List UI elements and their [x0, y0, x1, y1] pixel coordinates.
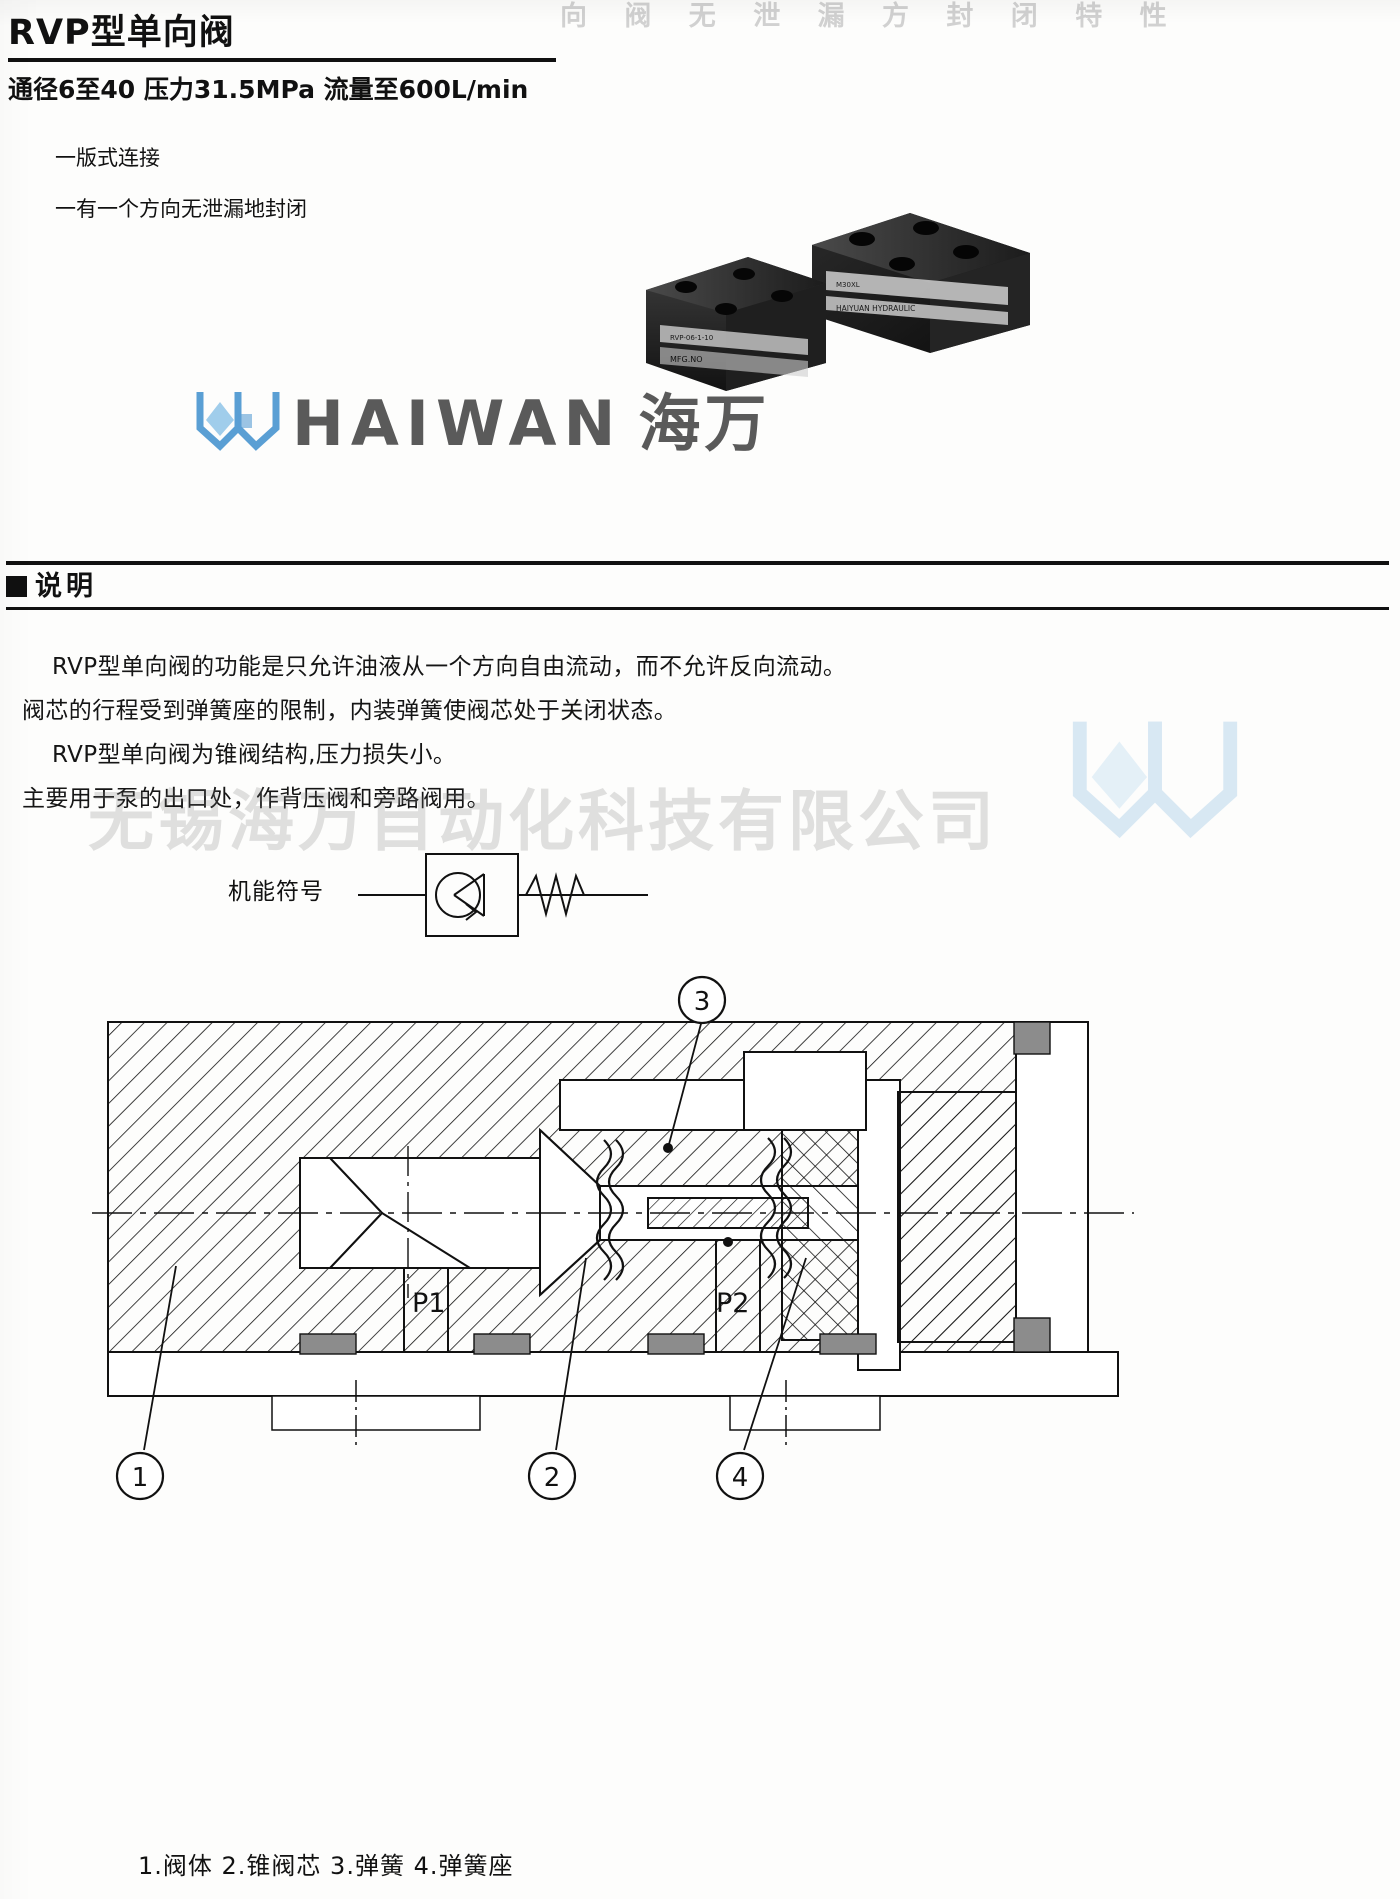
description-body: RVP型单向阀的功能是只允许油液从一个方向自由流动，而不允许反向流动。 阀芯的行… [0, 645, 1180, 821]
feature-bullet-list: 一版式连接 一有一个方向无泄漏地封闭 [55, 148, 307, 250]
valve-sectional-drawing: 3 1 2 4 P1 P2 [0, 940, 1400, 1564]
callout-bubble-2: 2 [527, 1451, 577, 1501]
photo-front-valve-block: RVP-06-1-10 MFG.NO [646, 257, 826, 391]
photo-rear-valve-block: M30XL HAIYUAN HYDRAULIC [812, 213, 1030, 353]
spring-coils [595, 1137, 793, 1281]
callout-bubble-4: 4 [715, 1451, 765, 1501]
check-valve-with-spring-symbol-icon [348, 840, 658, 954]
svg-text:HAIYUAN HYDRAULIC: HAIYUAN HYDRAULIC [836, 304, 915, 313]
valve-upper-steps [559, 1051, 867, 1131]
callout-3-label: 3 [694, 987, 711, 1017]
description-paragraph-1: RVP型单向阀的功能是只允许油液从一个方向自由流动，而不允许反向流动。 [52, 654, 847, 680]
page-title: RVP型单向阀 [8, 13, 235, 53]
lower-projection [271, 1380, 881, 1446]
section-rule-bottom [6, 607, 1389, 610]
brand-chinese-name: 海万 [638, 387, 771, 460]
port-label-p2: P2 [716, 1288, 749, 1319]
svg-text:RVP-06-1-10: RVP-06-1-10 [670, 334, 713, 342]
feature-bullet-1: 一版式连接 [55, 146, 160, 170]
callout-2-label: 2 [544, 1463, 561, 1493]
section-rule-top [6, 561, 1389, 565]
section-heading-label: 说明 [35, 570, 97, 602]
function-symbol-label: 机能符号 [228, 879, 324, 905]
page-bleed-ghost-text: 向 阀 无 泄 漏 方 封 闭 特 性 [560, 1, 1181, 32]
port-label-p1: P1 [412, 1288, 445, 1319]
callout-bubble-3: 3 [677, 975, 727, 1025]
callout-dots [663, 1143, 733, 1247]
description-paragraph-4: 主要用于泵的出口处，作背压阀和旁路阀用。 [22, 786, 490, 812]
callout-bubble-1: 1 [115, 1451, 165, 1501]
callout-bubbles: 3 1 2 4 [115, 975, 765, 1501]
seal-blocks [300, 1022, 1050, 1354]
spec-subtitle: 通径6至40 压力31.5MPa 流量至600L/min [8, 75, 529, 104]
spring-seat-assembly [781, 1021, 1089, 1371]
haiwan-hw-monogram-icon [190, 384, 286, 464]
svg-text:MFG.NO: MFG.NO [670, 355, 703, 364]
callout-leaders [143, 1019, 807, 1451]
product-photo: M30XL HAIYUAN HYDRAULIC RVP-06-1-10 MFG.… [630, 195, 1040, 395]
title-underline-rule [8, 58, 556, 62]
brand-latin-name: HAIWAN [292, 387, 623, 460]
description-paragraph-2: 阀芯的行程受到弹簧座的限制，内装弹簧使阀芯处于关闭状态。 [22, 698, 678, 724]
port-channels [381, 1129, 761, 1352]
seal-block-outlines [299, 1021, 1051, 1355]
drawing-legend: 1.阀体 2.锥阀芯 3.弹簧 4.弹簧座 [138, 1852, 514, 1880]
section-heading: 说明 [6, 566, 97, 606]
callout-4-label: 4 [732, 1463, 749, 1493]
section-marker-square-icon [6, 575, 27, 597]
callout-1-label: 1 [132, 1463, 149, 1493]
feature-bullet-2: 一有一个方向无泄漏地封闭 [55, 197, 307, 221]
svg-text:M30XL: M30XL [836, 281, 860, 289]
brand-logo: HAIWAN 海万 [190, 382, 770, 466]
description-paragraph-3: RVP型单向阀为锥阀结构,压力损失小。 [52, 742, 457, 768]
